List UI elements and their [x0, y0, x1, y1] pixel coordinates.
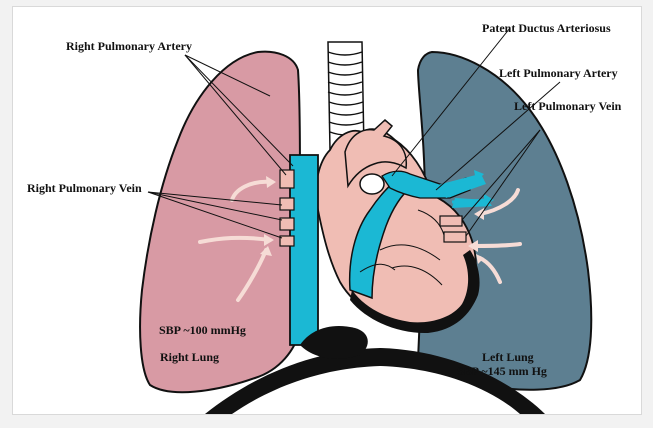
- label-left-pulmonary-vein: Left Pulmonary Vein: [514, 99, 621, 113]
- label-left-pulmonary-artery: Left Pulmonary Artery: [499, 66, 618, 80]
- label-right-pulmonary-vein: Right Pulmonary Vein: [27, 181, 142, 195]
- aortic-opening: [360, 174, 384, 194]
- label-left-lung: Left Lung: [482, 350, 534, 364]
- right-lung-shape: [140, 52, 300, 393]
- label-right-pulmonary-artery: Right Pulmonary Artery: [66, 39, 192, 53]
- label-sbp-left: SBP ~145 mm Hg: [457, 364, 547, 378]
- label-sbp-right: SBP ~100 mmHg: [159, 323, 246, 337]
- label-patent-ductus-arteriosus: Patent Ductus Arteriosus: [482, 21, 611, 35]
- label-right-lung: Right Lung: [160, 350, 219, 364]
